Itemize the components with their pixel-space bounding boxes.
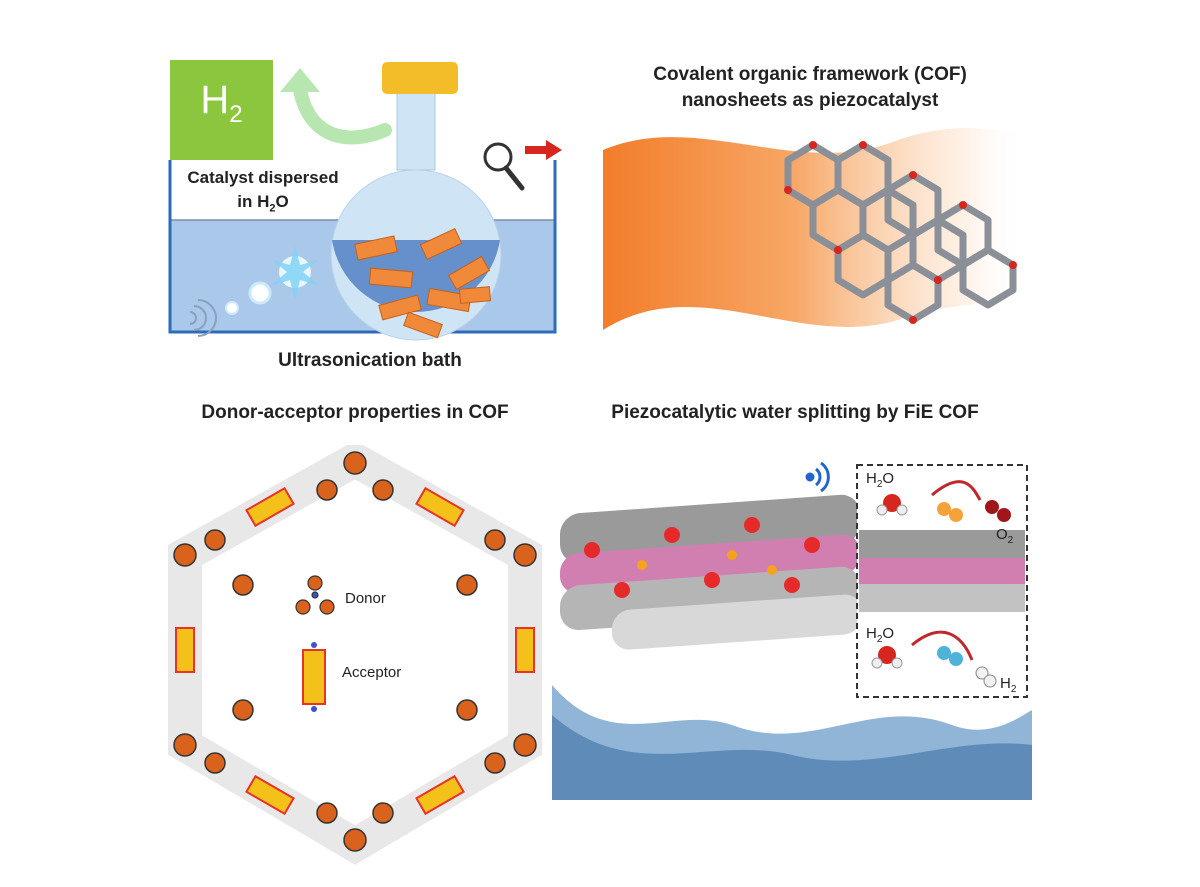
framework-ring [168,445,542,865]
ultrasonication-panel: H2 Catalyst dispersed in H2O [160,50,580,380]
dispersed-label: Catalyst dispersed in H2O [187,168,339,215]
hole-electron-icons [937,502,963,666]
h2o-bottom-label: H2O [866,625,895,645]
water-splitting-title: Piezocatalytic water splitting by FiE CO… [611,402,979,423]
ultrasound-signal-icon [805,461,830,493]
donor-acceptor-hexagon [168,445,542,865]
charge-sparks [637,550,777,575]
bath-border [168,160,557,334]
h2-product-box: H2 [170,60,273,160]
zoom-arrow-icon [525,140,562,160]
cof-oxygen-atoms [784,141,1017,324]
h2o-top-label: H2O [866,470,895,490]
bath-label: Ultrasonication bath [278,350,462,371]
acceptor-units [175,486,535,816]
h2-product-label: H2 [200,78,243,128]
magnifier-icon [483,142,525,191]
catalyst-flakes [354,228,492,339]
bubble [248,281,272,305]
acceptor-legend-molecule [302,642,326,712]
bubble [225,301,239,315]
donor-nodes [173,451,537,852]
cof-title: Covalent organic framework (COF) nanoshe… [653,64,967,111]
donor-legend-molecule [295,575,335,615]
hydrogen-molecule [975,666,997,688]
inset-layers [859,530,1025,612]
h2-evolution-arrow-icon [280,68,392,145]
donor-label: Donor [345,590,386,607]
reduction-arrow-icon [911,630,974,661]
h2-label: H2 [1000,675,1017,695]
flask-cap [382,62,458,94]
water-splitting-illustration [552,461,1032,800]
bath-illustration [168,62,562,341]
acceptor-label: Acceptor [342,664,402,681]
o2-molecule [985,500,1011,522]
flask-neck [396,89,436,171]
water-molecule-bottom [871,646,903,669]
oxygen-spheres [584,517,820,598]
o2-label: O2 [996,526,1014,546]
oxidation-arrow-icon [931,480,982,501]
stacked-cof-layers [560,494,862,650]
donor-acceptor-title: Donor-acceptor properties in COF [201,402,509,423]
cavitation-sparkle [270,246,320,300]
ultrasound-wave-icon [189,299,217,337]
water-molecule-top [876,494,908,516]
cof-sheet-illustration [603,128,1028,330]
